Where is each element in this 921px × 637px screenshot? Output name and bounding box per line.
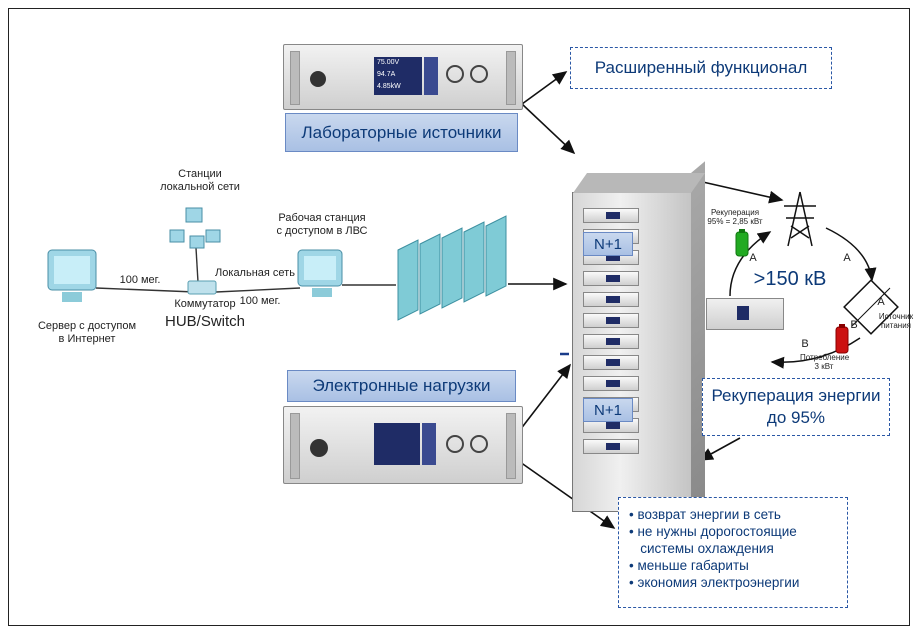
net-line-hub-stations xyxy=(195,247,199,283)
rack-slot-top: N+1 xyxy=(583,232,633,256)
phase-b-2: B xyxy=(801,338,809,350)
rack-unit-display xyxy=(606,443,620,450)
net-line-server-hub xyxy=(95,287,196,293)
recup-top-label: Рекуперация 95% = 2,85 кВт xyxy=(707,208,763,226)
cycle-arc-right xyxy=(825,227,877,282)
hub-title: Коммутатор xyxy=(174,298,236,310)
rack-unit-display xyxy=(606,359,620,366)
rack-unit-display xyxy=(606,212,620,219)
hub-name: HUB/Switch xyxy=(164,313,246,330)
benefit-item: системы охлаждения xyxy=(629,541,774,556)
lan-label: Локальная сеть xyxy=(215,267,295,279)
electronic-loads-label: Электронные нагрузки xyxy=(287,370,516,402)
recuperation-box: Рекуперация энергии до 95% xyxy=(702,378,890,436)
consumption-label: Потребление 3 кВт xyxy=(800,353,850,371)
dial-icon xyxy=(470,435,488,453)
load-device-small xyxy=(706,298,784,330)
rack-unit xyxy=(583,313,639,328)
lab-sources-label: Лабораторные источники xyxy=(285,113,518,152)
voltage-label: >150 кВ xyxy=(753,268,827,290)
benefit-item: • возврат энергии в сеть xyxy=(629,507,781,522)
rack-unit xyxy=(583,208,639,223)
arrow-load-benefits xyxy=(519,461,616,529)
rack-slot-bottom: N+1 xyxy=(583,398,633,422)
net-line-hub-ws xyxy=(215,287,301,293)
rack-unit-display xyxy=(606,296,620,303)
source-label: Источник питания xyxy=(878,312,914,330)
ext-functional-box: Расширенный функционал xyxy=(570,47,832,89)
workstation-label: Рабочая станция с доступом в ЛВС xyxy=(276,212,368,237)
rack-unit-display xyxy=(606,338,620,345)
benefits-list: • возврат энергии в сеть • не нужны доро… xyxy=(629,506,799,591)
dial-icon xyxy=(446,435,464,453)
benefit-item: • экономия электроэнергии xyxy=(629,575,800,590)
arrow-to-rack-top xyxy=(521,103,576,155)
server-label: Сервер с доступом в Интернет xyxy=(37,320,137,345)
rack-unit-display xyxy=(606,380,620,387)
load-display xyxy=(374,423,420,465)
rack-unit-display xyxy=(606,317,620,324)
rack-top xyxy=(573,173,706,193)
electronic-load-device xyxy=(283,406,523,484)
power-knob-icon xyxy=(310,439,328,457)
speed-left: 100 мег. xyxy=(119,274,161,286)
rack-unit-display xyxy=(606,422,620,429)
rack-unit xyxy=(583,439,639,454)
power-knob-icon xyxy=(310,71,326,87)
arrow-to-ext xyxy=(521,71,568,105)
benefit-item: • не нужны дорогостоящие xyxy=(629,524,797,539)
cycle-arc-left xyxy=(729,231,772,297)
benefit-item: • меньше габариты xyxy=(629,558,749,573)
phase-a-1: A xyxy=(749,252,757,264)
outer-frame xyxy=(8,8,910,626)
display-icon xyxy=(737,306,749,320)
lab-source-display: 75.00V 94.7A 4.85kW xyxy=(374,57,422,95)
rack-unit xyxy=(583,292,639,307)
dial-icon xyxy=(470,65,488,83)
control-panel-icon xyxy=(424,57,438,95)
control-panel-icon xyxy=(422,423,436,465)
rack-unit-display xyxy=(606,254,620,261)
phase-b-1: B xyxy=(850,319,858,331)
lan-stations-label: Станции локальной сети xyxy=(160,168,240,193)
rack-unit-display xyxy=(606,275,620,282)
phase-a-2: A xyxy=(843,252,851,264)
arrow-load-rack xyxy=(519,363,571,431)
rack-unit xyxy=(583,376,639,391)
arrow-recup-rack xyxy=(698,437,741,461)
arrow-rack-tower xyxy=(693,179,784,204)
benefits-box: • возврат энергии в сеть • не нужны доро… xyxy=(618,497,848,608)
dial-icon xyxy=(446,65,464,83)
rack-unit xyxy=(583,355,639,370)
rack-unit xyxy=(583,334,639,349)
phase-a-3: A xyxy=(877,296,885,308)
speed-right: 100 мег. xyxy=(239,295,281,307)
lab-source-device: 75.00V 94.7A 4.85kW xyxy=(283,44,523,110)
cycle-arc-bottom xyxy=(770,337,861,369)
rack-unit xyxy=(583,271,639,286)
